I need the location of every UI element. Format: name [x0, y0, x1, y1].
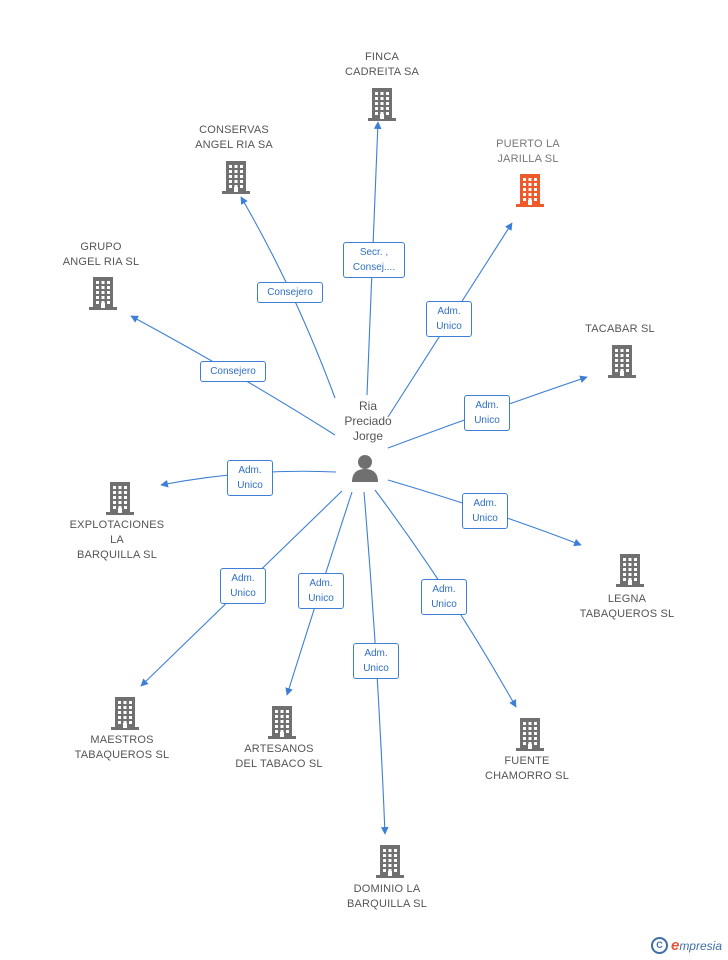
role-label-finca: Secr. , Consej.... [343, 242, 405, 278]
brand-footer: C empresia [650, 937, 722, 954]
copyright-icon: C [650, 937, 668, 954]
building-icon-finca[interactable] [366, 86, 398, 122]
company-label-legna[interactable]: LEGNA TABAQUEROS SL [579, 593, 675, 620]
building-icon-puerto[interactable] [514, 172, 546, 208]
company-label-fuente[interactable]: FUENTE CHAMORRO SL [484, 755, 570, 782]
company-label-dominio[interactable]: DOMINIO LA BARQUILLA SL [346, 883, 428, 910]
building-icon-dominio[interactable] [374, 843, 406, 879]
role-label-puerto: Adm. Unico [426, 301, 472, 337]
company-label-maestros[interactable]: MAESTROS TABAQUEROS SL [74, 734, 170, 761]
building-icon-explotaciones[interactable] [104, 480, 136, 516]
building-icon-maestros[interactable] [109, 695, 141, 731]
role-label-grupo: Consejero [200, 361, 266, 382]
building-icon-legna[interactable] [614, 552, 646, 588]
building-icon-conservas[interactable] [220, 159, 252, 195]
role-label-explotaciones: Adm. Unico [227, 460, 273, 496]
brand-logo: empresia [670, 937, 722, 954]
role-label-maestros: Adm. Unico [220, 568, 266, 604]
person-icon[interactable] [350, 453, 380, 483]
company-label-finca[interactable]: FINCA CADREITA SA [344, 51, 420, 78]
company-label-conservas[interactable]: CONSERVAS ANGEL RIA SA [195, 124, 273, 151]
building-icon-artesanos[interactable] [266, 704, 298, 740]
role-label-tacabar: Adm. Unico [464, 395, 510, 431]
building-icon-tacabar[interactable] [606, 343, 638, 379]
role-label-dominio: Adm. Unico [353, 643, 399, 679]
building-icon-grupo[interactable] [87, 275, 119, 311]
role-label-artesanos: Adm. Unico [298, 573, 344, 609]
building-icon-fuente[interactable] [514, 716, 546, 752]
company-label-puerto[interactable]: PUERTO LA JARILLA SL [496, 138, 560, 165]
role-label-legna: Adm. Unico [462, 493, 508, 529]
company-label-artesanos[interactable]: ARTESANOS DEL TABACO SL [235, 743, 323, 770]
company-label-explotaciones[interactable]: EXPLOTACIONES LA BARQUILLA SL [69, 519, 165, 561]
company-label-tacabar[interactable]: TACABAR SL [585, 323, 655, 335]
role-label-conservas: Consejero [257, 282, 323, 303]
center-person-name[interactable]: Ria Preciado Jorge [344, 399, 392, 443]
company-label-grupo[interactable]: GRUPO ANGEL RIA SL [62, 241, 140, 268]
role-label-fuente: Adm. Unico [421, 579, 467, 615]
